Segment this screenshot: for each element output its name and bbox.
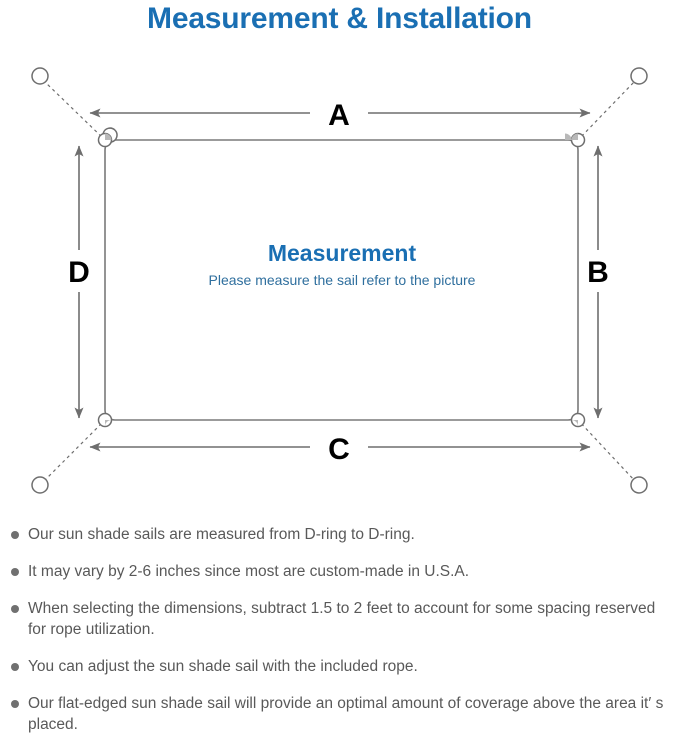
note-text: You can adjust the sun shade sail with t…: [28, 658, 418, 675]
note-text: When selecting the dimensions, subtract …: [28, 600, 656, 638]
rope-lines: [43, 80, 636, 482]
page-title: Measurement & Installation: [147, 2, 532, 35]
anchor-ring-icon-top-right: [630, 67, 648, 85]
bullet-icon: [11, 531, 19, 539]
note-text: Our flat-edged sun shade sail will provi…: [28, 695, 664, 733]
sail-measurement-diagram: A C D B: [0, 48, 679, 520]
bullet-icon: [11, 663, 19, 671]
bullet-icon: [11, 605, 19, 613]
dimension-label-b: B: [587, 256, 609, 289]
bullet-icon: [11, 700, 19, 708]
anchor-ring-icon-top-left: [31, 67, 49, 85]
anchor-rings: [31, 67, 648, 494]
note-text: Our sun shade sails are measured from D-…: [28, 526, 415, 543]
dimension-label-c: C: [328, 433, 350, 466]
dimension-label-a: A: [328, 99, 350, 132]
note-item: You can adjust the sun shade sail with t…: [0, 656, 679, 677]
note-text: It may vary by 2-6 inches since most are…: [28, 563, 470, 580]
note-item: Our flat-edged sun shade sail will provi…: [0, 693, 679, 735]
dimension-label-d: D: [68, 256, 90, 289]
note-item: It may vary by 2-6 inches since most are…: [0, 561, 679, 582]
bullet-icon: [11, 568, 19, 576]
anchor-ring-icon-bottom-left: [31, 476, 49, 494]
d-ring-shading: [105, 133, 578, 427]
note-item: When selecting the dimensions, subtract …: [0, 598, 679, 640]
anchor-ring-icon-bottom-right: [630, 476, 648, 494]
sail-rectangle: [104, 139, 579, 421]
notes-list: Our sun shade sails are measured from D-…: [0, 524, 679, 751]
note-item: Our sun shade sails are measured from D-…: [0, 524, 679, 545]
